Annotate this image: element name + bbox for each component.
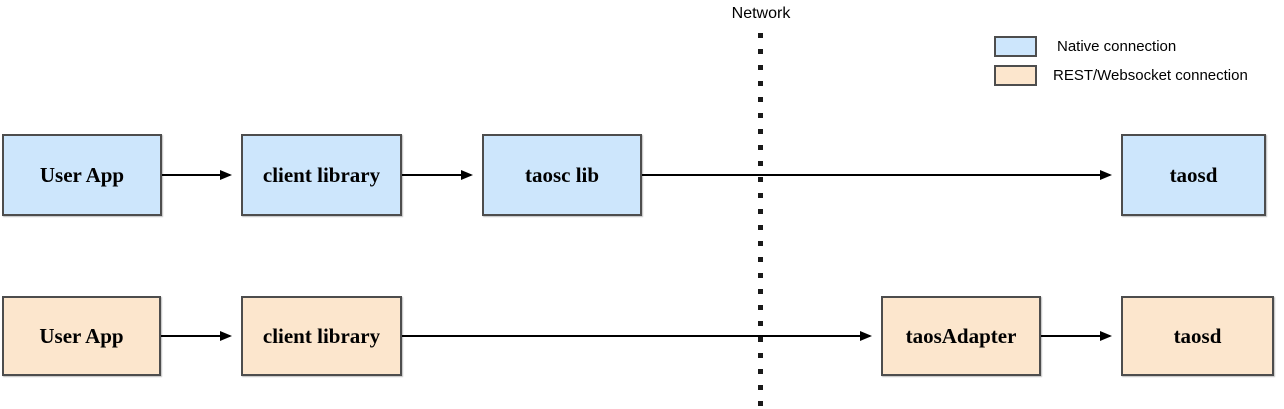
node-rest-client-library: client library	[241, 296, 402, 376]
arrow-native-clientlibrary-to-taosclib	[402, 174, 471, 176]
arrow-native-taosclib-to-taosd	[642, 174, 1110, 176]
network-label: Network	[731, 5, 791, 22]
node-rest-user-app: User App	[2, 296, 161, 376]
legend-label-rest-websocket-connection: REST/Websocket connection	[1053, 67, 1248, 84]
arrow-rest-clientlibrary-to-taosadapter	[402, 335, 870, 337]
node-native-user-app: User App	[2, 134, 162, 216]
legend-swatch-native-connection	[994, 36, 1037, 57]
arrow-native-userapp-to-clientlibrary	[162, 174, 230, 176]
node-rest-taosadapter: taosAdapter	[881, 296, 1041, 376]
legend-label-native-connection: Native connection	[1057, 38, 1177, 55]
arrow-rest-taosadapter-to-taosd	[1041, 335, 1110, 337]
network-divider-dotted-line	[758, 33, 763, 407]
node-native-client-library: client library	[241, 134, 402, 216]
node-native-taosd: taosd	[1121, 134, 1266, 216]
arrow-rest-userapp-to-clientlibrary	[161, 335, 230, 337]
legend-swatch-rest-websocket-connection	[994, 65, 1037, 86]
node-native-taosc-lib: taosc lib	[482, 134, 642, 216]
node-rest-taosd: taosd	[1121, 296, 1274, 376]
